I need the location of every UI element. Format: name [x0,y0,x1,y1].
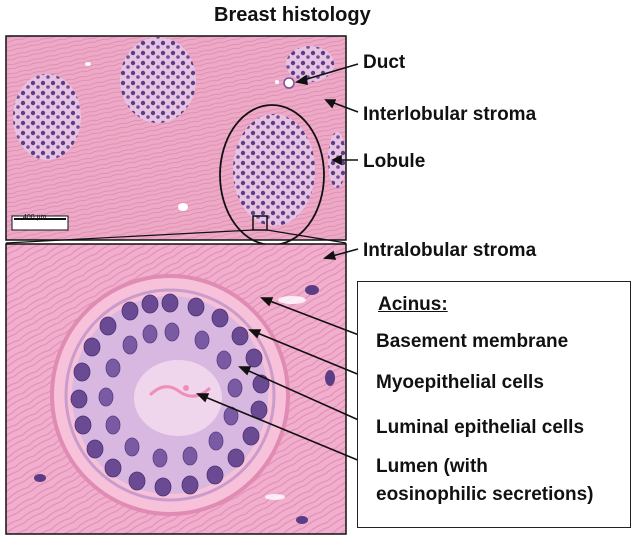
label-lobule: Lobule [363,151,426,172]
label-myoepithelial-cells: Myoepithelial cells [376,372,544,393]
nuclei-inner [98,322,243,468]
lobule-main [233,114,315,226]
label-interlobular-stroma: Interlobular stroma [363,104,537,125]
arrow-luminal [239,366,373,427]
zoom-box [252,215,268,231]
nuclei-ring [70,293,270,497]
lobule-left [13,74,81,160]
acinus-heading: Acinus: [378,294,448,315]
zoom-line-left [5,229,254,244]
label-duct: Duct [363,52,406,73]
lumen [134,360,222,436]
scale-bar-label: 400 µm [23,214,47,221]
figure-title: Breast histology [214,4,371,26]
arrow-basement [261,297,373,341]
acinus-legend-box [357,281,631,528]
top-micrograph [5,35,347,246]
duct-lumen [283,77,295,89]
label-lumen-line1: Lumen (with [376,456,488,477]
bottom-micrograph [5,243,347,535]
lobule-top-right [286,46,334,82]
arrow-myoepithelial [249,329,373,381]
label-lumen-line2: eosinophilic secretions) [376,484,594,505]
label-basement-membrane: Basement membrane [376,331,569,352]
label-luminal-epithelial-cells: Luminal epithelial cells [376,417,585,438]
arrow-lumen [197,393,373,467]
label-intralobular-stroma: Intralobular stroma [363,240,537,261]
lobule-top-center [120,37,196,123]
arrows [196,63,373,467]
zoom-line-right [266,229,347,244]
